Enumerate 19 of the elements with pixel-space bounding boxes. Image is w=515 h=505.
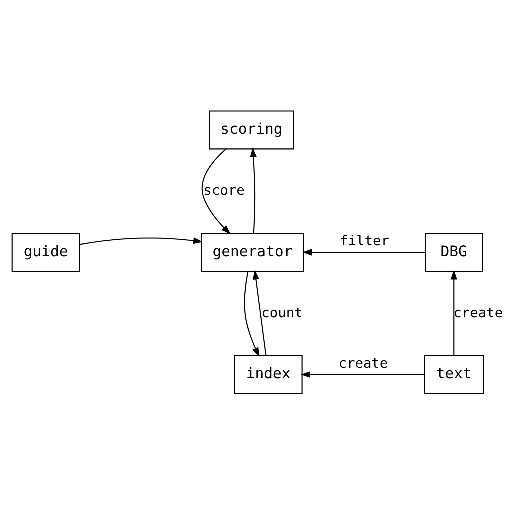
edge-label: create — [338, 356, 388, 372]
node-box: text — [424, 355, 484, 394]
node-box: generator — [201, 233, 304, 272]
arrow — [450, 270, 458, 356]
node-box: DBG — [425, 233, 484, 272]
edge-label: create — [454, 305, 504, 322]
edge-label: filter — [340, 234, 390, 250]
arrow — [80, 238, 204, 246]
arrow — [244, 272, 260, 358]
edge-label: count — [262, 305, 303, 322]
arrow — [302, 249, 426, 256]
arrow — [252, 270, 267, 356]
arrow — [202, 148, 231, 235]
node-box: guide — [12, 233, 80, 272]
node-box: scoring — [209, 110, 294, 150]
arrow — [301, 371, 425, 378]
arrow — [250, 148, 257, 234]
edge-label: score — [204, 182, 245, 199]
node-box: index — [234, 355, 303, 394]
